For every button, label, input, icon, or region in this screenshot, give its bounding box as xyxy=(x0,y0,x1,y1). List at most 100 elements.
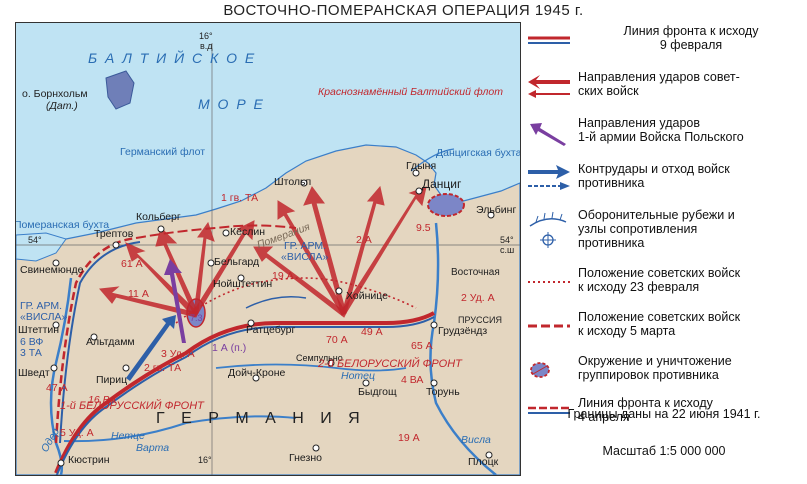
bornholm-island xyxy=(105,70,135,110)
soviet-arrow-icon xyxy=(528,75,570,98)
front-2nd-belorussian: 2-й БЕЛОРУССКИЙ ФРОНТ xyxy=(318,358,462,370)
soviet-attack-arrows xyxy=(99,185,427,318)
city-doich-krone: Дойч-Кроне xyxy=(228,367,286,379)
army-2-ud-a: 2 Уд. А xyxy=(461,292,495,304)
meridian-top-vd: в.д xyxy=(200,41,213,51)
army-9-5: 9.5 xyxy=(416,222,431,234)
legend-text: Окружение и уничтожение xyxy=(578,354,732,368)
army-4-va: 4 ВА xyxy=(401,374,424,386)
city-treptov: Трептов xyxy=(94,228,134,240)
army-1-gv-ta: 1 гв. ТА xyxy=(221,192,259,204)
city-danzig: Данциг xyxy=(422,177,462,191)
legend-text: Оборонительные рубежи и xyxy=(578,208,735,222)
city-markers xyxy=(50,169,495,467)
encirclement-icon xyxy=(530,362,550,378)
city-ratzeburg: Ратцебург xyxy=(246,324,296,336)
army-gr-arm-visla-left-1: ГР. АРМ. xyxy=(20,300,63,312)
city-keslin: Кёслин xyxy=(230,226,265,238)
army-3-ta: 3 ТА xyxy=(20,347,42,359)
river-label-visla: Висла xyxy=(461,434,491,446)
army-16-va: 16 ВА xyxy=(88,394,117,406)
army-70-a: 70 А xyxy=(326,334,348,346)
city-hojnitse: Хойнице xyxy=(346,290,388,302)
army-gr-arm-visla-left-2: «ВИСЛА» xyxy=(20,311,68,323)
city-svinemuende: Свинемюнде xyxy=(20,264,84,276)
warta-river xyxy=(63,415,297,443)
army-gr-arm-visla-center-1: ГР. АРМ. xyxy=(284,240,327,252)
meridian-top-label: 16° xyxy=(199,31,213,41)
legend-text: Положение советских войск xyxy=(578,266,741,280)
army-gr-arm-visla-center-2: «ВИСЛА» xyxy=(281,251,329,263)
sea-label-baltic-1: Б А Л Т И Й С К О Е xyxy=(88,50,257,66)
map-panel[interactable]: Б А Л Т И Й С К О Е М О Р Е Померанская … xyxy=(15,22,521,476)
river-label-notets: Нотец xyxy=(341,370,376,382)
notets-river xyxy=(215,363,407,372)
sea-label-danzig-bay: Данцигская бухта xyxy=(436,147,521,159)
page-title: ВОСТОЧНО-ПОМЕРАНСКАЯ ОПЕРАЦИЯ 1945 г. xyxy=(223,2,584,19)
legend-item-soviet-5-mar: Положение советских войск к исходу 5 мар… xyxy=(524,310,804,346)
front-1st-belorussian: 1-й БЕЛОРУССКИЙ ФРОНТ xyxy=(60,400,204,412)
legend-item-polish-attacks: Направления ударов 1-й армии Войска Поль… xyxy=(524,116,804,152)
army-6-vf: 6 ВФ xyxy=(20,336,44,348)
region-prussia: ПРУССИЯ xyxy=(458,315,502,325)
army-11-a: 11 А xyxy=(128,288,149,300)
danzig-encirclement xyxy=(427,193,465,217)
sea-label-baltic-2: М О Р Е xyxy=(198,96,265,112)
army-3-ud-a: 3 Уд. А xyxy=(161,348,195,360)
army-61-a: 61 А xyxy=(121,258,143,270)
legend-text: к исходу 5 марта xyxy=(578,324,676,338)
city-bydgoshch: Быдгощ xyxy=(358,386,397,398)
legend-item-soviet-attacks: Направления ударов совет- ских войск xyxy=(524,70,804,106)
city-noishtettin: Нойштеттин xyxy=(213,278,273,290)
region-germany: Г Е Р М А Н И Я xyxy=(156,410,366,427)
legend-text: Линия фронта к исходу xyxy=(578,396,713,410)
sea-label-pomeranian-bay: Померанская бухта xyxy=(15,219,110,231)
fleet-label-red: Краснознамённый Балтийский флот xyxy=(318,86,503,98)
legend-text: Направления ударов совет- xyxy=(578,70,740,84)
defense-line-icon xyxy=(529,211,567,248)
legend-text: узлы сопротивления xyxy=(578,222,698,236)
army-2-a: 2 А xyxy=(356,234,372,246)
legend-text: 4 апреля xyxy=(578,410,630,424)
enemy-counterattack-arrow xyxy=(126,315,176,381)
legend-text: 1-й армии Войска Польского xyxy=(578,130,744,144)
parallel-left-label: 54° xyxy=(28,235,42,245)
city-stettin: Штеттин xyxy=(18,324,60,336)
legend-item-soviet-23-feb: Положение советских войск к исходу 23 фе… xyxy=(524,266,804,302)
land-area xyxy=(16,144,520,475)
army-2-gv-ta: 2 гв. ТА xyxy=(144,362,182,374)
legend-text: противника xyxy=(578,176,645,190)
legend-text: Направления ударов xyxy=(578,116,701,130)
legend-item-front-9-feb: Линия фронта к исходу 9 февраля xyxy=(524,24,804,60)
legend-text: Линия фронта к исходу xyxy=(623,24,759,38)
front-line-9-feb xyxy=(54,311,435,474)
city-piritz: Пириц xyxy=(96,374,128,386)
city-torun: Торунь xyxy=(426,386,460,398)
legend-text: группировок противника xyxy=(578,368,719,382)
city-plotsk: Плоцк xyxy=(468,456,499,468)
island-label-country: (Дат.) xyxy=(46,100,78,112)
hel-spit xyxy=(410,148,455,172)
defensive-line xyxy=(245,296,307,309)
city-grudziondz: Грудзёндз xyxy=(438,325,488,337)
polish-arrow-icon xyxy=(530,123,566,146)
city-sempolno: Семпульно xyxy=(296,353,343,363)
city-shvedt: Шведт xyxy=(18,367,50,379)
army-65-a: 65 А xyxy=(411,340,433,352)
army-7-3: 7.3 xyxy=(190,313,203,323)
island-label-name: о. Борнхольм xyxy=(22,88,88,100)
city-gdynia: Гдыня xyxy=(406,160,437,172)
army-1-a-p: 1 А (п.) xyxy=(212,342,247,354)
legend-text: Контрудары и отход войск xyxy=(578,162,730,176)
visla-river xyxy=(429,222,497,475)
army-19-a: 19 А xyxy=(272,270,294,282)
legend: Линия фронта к исходу 9 февраля Направле… xyxy=(524,24,804,474)
dashed-line-icon xyxy=(528,324,570,328)
region-east: Восточная xyxy=(451,267,500,278)
dotted-line-icon xyxy=(528,281,570,283)
city-stolp: Штольп xyxy=(274,176,312,188)
parallel-right-label: 54° xyxy=(500,235,514,245)
front-line-23-feb xyxy=(175,277,417,324)
city-elbing: Эльбинг xyxy=(476,204,517,216)
fleet-label-german: Германский флот xyxy=(120,146,206,158)
